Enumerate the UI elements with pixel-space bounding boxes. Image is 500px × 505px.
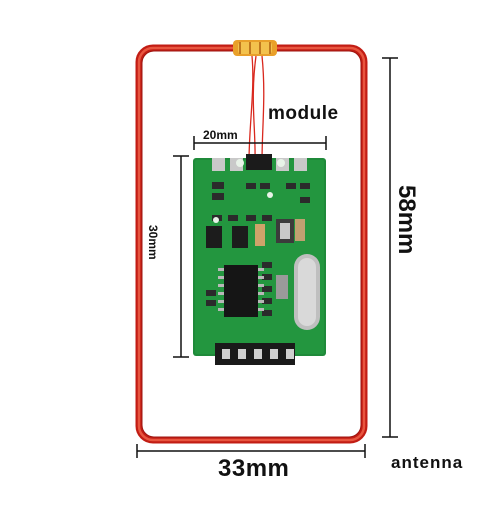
smd-components — [206, 182, 310, 316]
capacitor — [276, 219, 305, 243]
antenna-width-label: 33mm — [218, 455, 290, 482]
module-height-dimension — [173, 155, 189, 358]
antenna-height-dimension — [382, 57, 398, 438]
pcb-module — [193, 154, 326, 365]
module-width-label: 20mm — [203, 128, 238, 142]
antenna-label: antenna — [391, 453, 464, 472]
module-width-dimension — [193, 136, 327, 150]
coil-lead-wires — [248, 55, 265, 163]
module-label: module — [268, 103, 339, 124]
antenna-height-label: 58mm — [393, 185, 420, 255]
bottom-header — [215, 343, 295, 365]
silkscreen-marks — [213, 159, 285, 223]
ic-chip — [218, 265, 264, 317]
module-height-label: 30mm — [146, 225, 160, 260]
antenna-width-dimension — [136, 444, 366, 458]
transistors — [206, 224, 265, 248]
crystal-oscillator — [276, 254, 320, 330]
coil-junction — [233, 40, 277, 56]
